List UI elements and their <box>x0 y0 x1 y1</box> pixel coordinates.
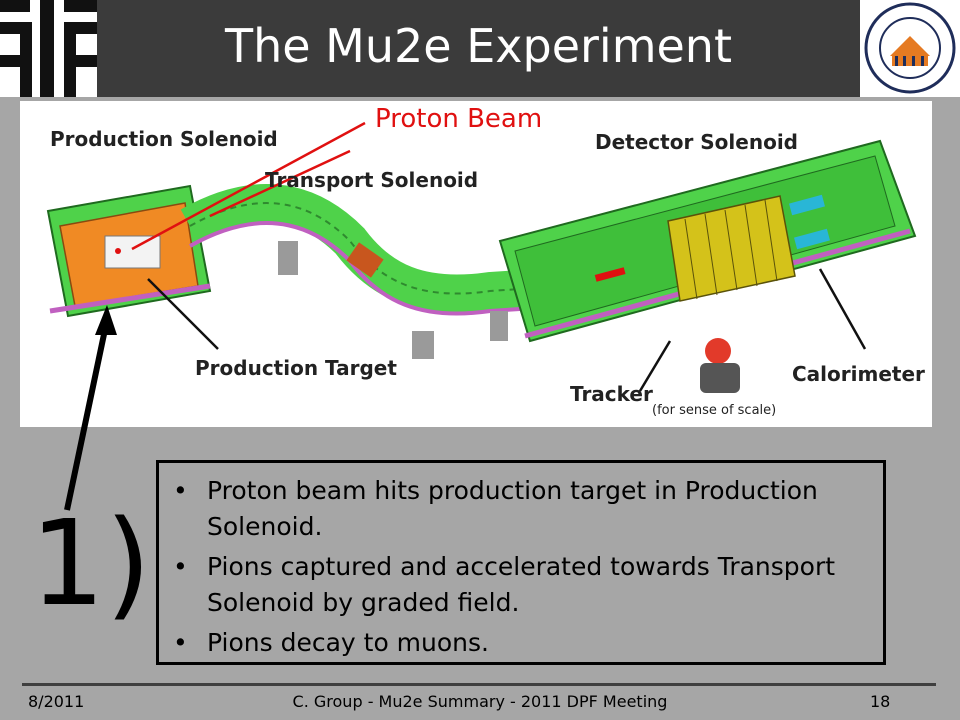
fermilab-logo <box>0 0 97 97</box>
bullet-item: Proton beam hits production target in Pr… <box>173 473 871 545</box>
production-solenoid-drawing <box>46 184 212 318</box>
slide-title: The Mu2e Experiment <box>225 19 732 73</box>
step-number: 1) <box>30 494 152 632</box>
bullet-list: Proton beam hits production target in Pr… <box>159 463 883 661</box>
production-target-label: Production Target <box>195 356 397 380</box>
tracker-label: Tracker <box>570 382 653 406</box>
bullet-item: Pions captured and accelerated towards T… <box>173 549 871 621</box>
page-number: 18 <box>870 692 891 711</box>
footer-date: 8/2011 <box>28 692 85 711</box>
title-bar <box>97 0 860 97</box>
footer-divider <box>22 683 936 686</box>
people-for-scale-icon <box>700 338 740 393</box>
footer-title: C. Group - Mu2e Summary - 2011 DPF Meeti… <box>292 692 668 711</box>
mu2e-apparatus-diagram: Production Solenoid Proton Beam Transpor… <box>20 101 932 427</box>
scale-note-label: (for sense of scale) <box>652 403 776 418</box>
transport-solenoid-label: Transport Solenoid <box>265 168 478 192</box>
bullet-item: Pions decay to muons. <box>173 625 871 661</box>
up-arrow-icon <box>64 305 117 511</box>
university-seal-logo <box>860 0 960 97</box>
calorimeter-drawing <box>789 194 830 250</box>
bullet-box: Proton beam hits production target in Pr… <box>156 460 886 665</box>
proton-beam-label: Proton Beam <box>375 104 542 134</box>
tracker-drawing <box>667 195 796 302</box>
detector-solenoid-label: Detector Solenoid <box>595 130 798 154</box>
detector-solenoid-drawing <box>498 139 917 343</box>
calorimeter-label: Calorimeter <box>792 362 925 386</box>
production-solenoid-label: Production Solenoid <box>50 127 278 151</box>
transport-solenoid-drawing <box>180 184 522 359</box>
